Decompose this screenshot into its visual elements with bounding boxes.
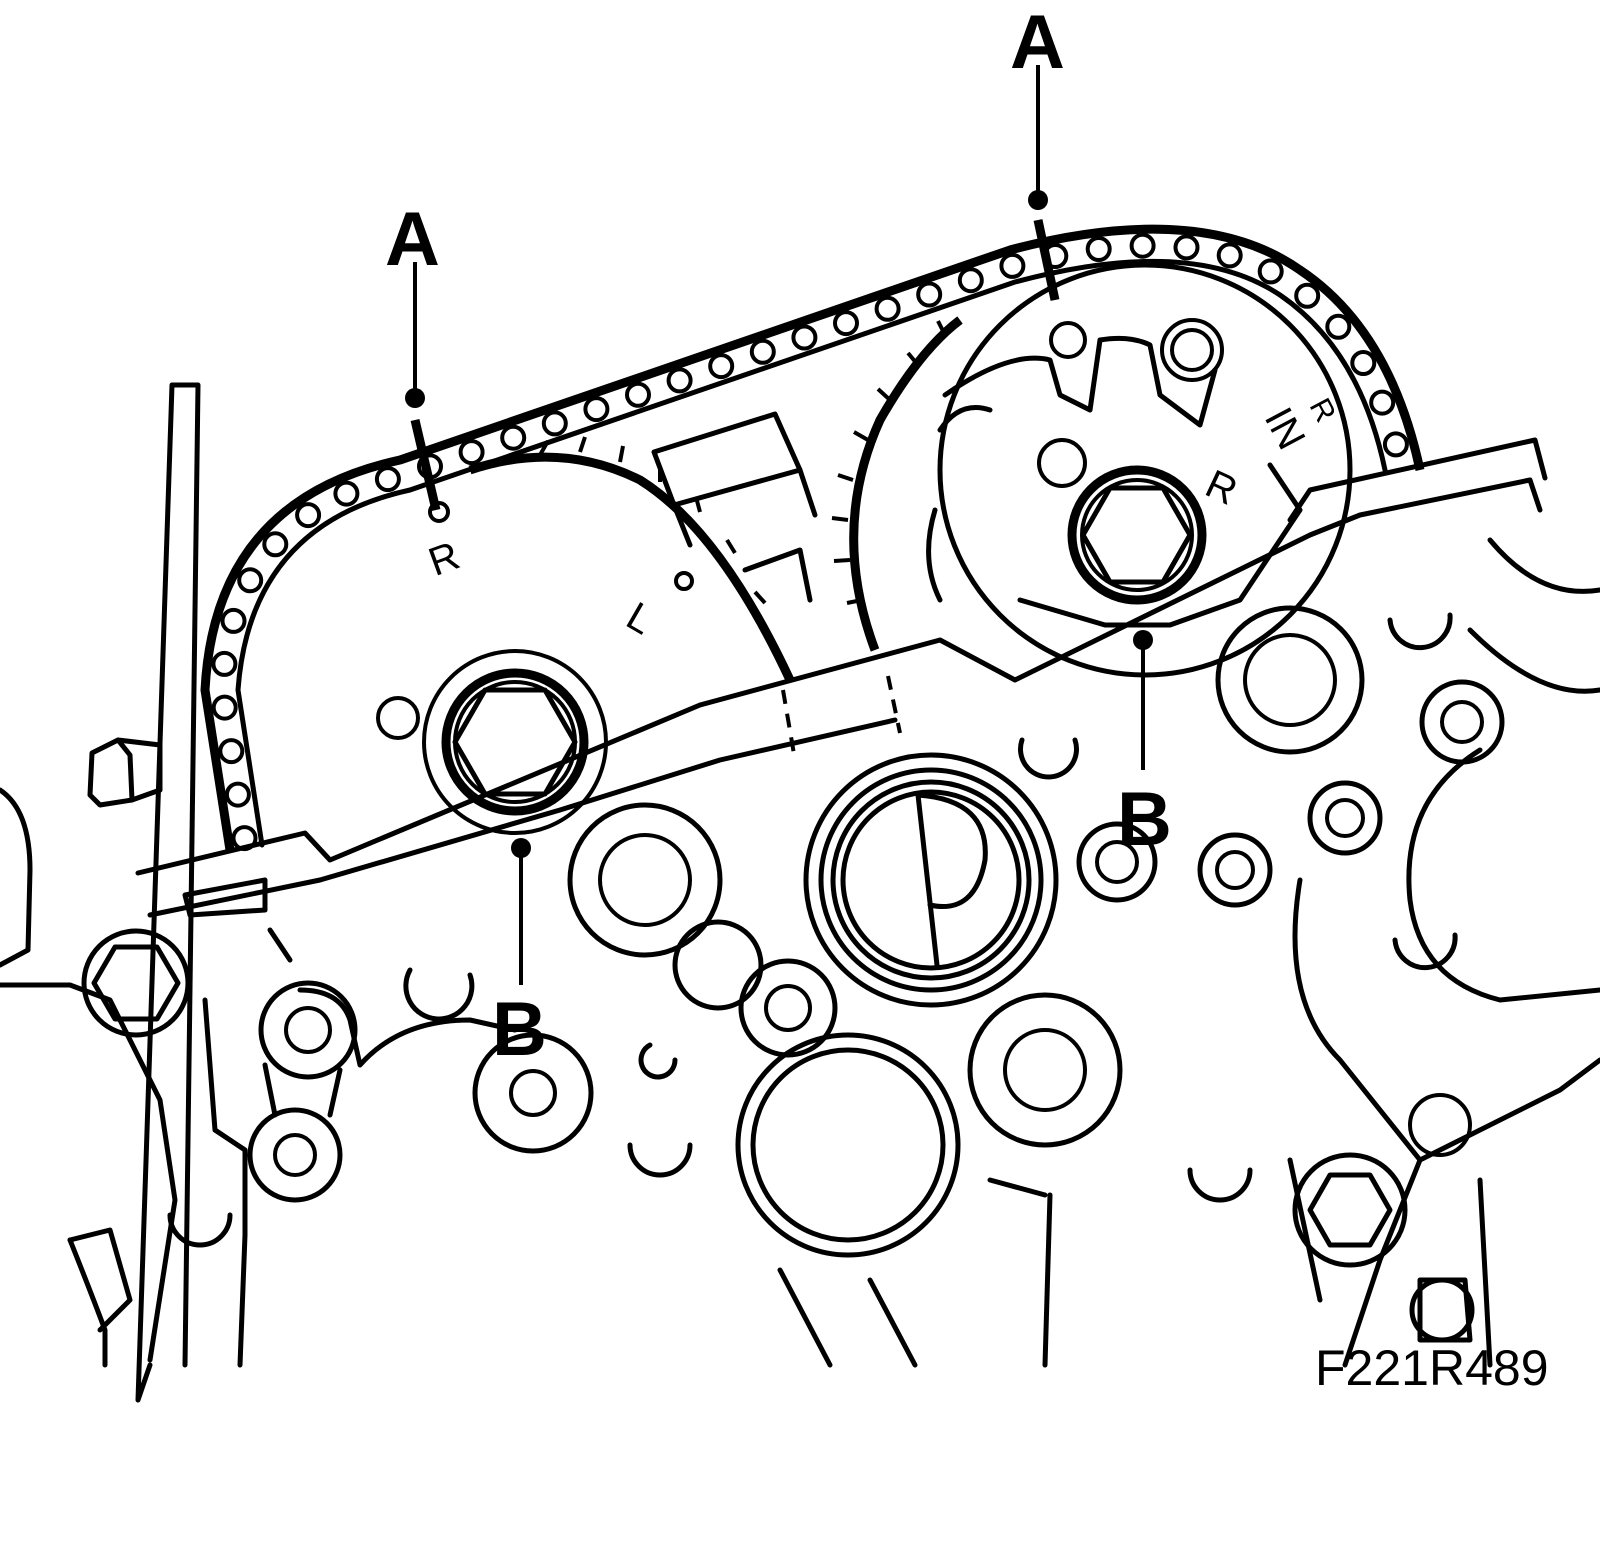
right-hole-b: [1037, 438, 1087, 488]
right-camshaft-sprocket: R IN R: [831, 262, 1353, 678]
chain-roller: [500, 424, 527, 451]
right-mark-r: R: [1199, 462, 1244, 514]
crank-seal: [803, 752, 1059, 1008]
lower-right-bolt: [1307, 1172, 1393, 1248]
chain-roller: [1173, 234, 1200, 261]
right-bolt-washer: [1067, 465, 1207, 605]
chain-roller: [791, 324, 818, 351]
chain-roller: [262, 531, 289, 558]
rail-mount-bolt: [87, 737, 163, 808]
chain-roller: [211, 650, 238, 677]
callout-a-right: A: [1010, 0, 1065, 85]
chain-roller: [916, 281, 943, 308]
left-sprocket-teeth: [468, 452, 795, 682]
chain-roller: [237, 567, 264, 594]
chain-roller: [708, 353, 735, 380]
chain-roller: [999, 252, 1026, 279]
upper-chain-guide: [135, 437, 1548, 918]
chain-roller: [1257, 258, 1284, 285]
chain-roller: [1085, 236, 1112, 262]
chain-roller: [1350, 350, 1377, 376]
rail-bottom-boss: [81, 928, 191, 1038]
chain-roller: [957, 267, 984, 294]
callout-a-left: A: [385, 197, 440, 282]
callout-b-right: B: [1117, 777, 1172, 862]
chain-roller: [1294, 282, 1321, 309]
chain-roller: [374, 466, 401, 493]
chain-roller: [220, 607, 247, 634]
left-bolt-hex: [452, 687, 578, 797]
left-dowel-hole: [376, 696, 420, 740]
chain-roller: [1369, 389, 1396, 416]
chain-roller: [1216, 242, 1243, 269]
chain-roller: [295, 502, 322, 529]
engine-block-outline: [0, 537, 1600, 1368]
right-bolt-hex: [1080, 485, 1193, 585]
chain-roller: [541, 410, 568, 437]
chain-roller: [833, 310, 859, 337]
chain-roller: [224, 781, 251, 808]
chain-guide-block: [651, 411, 818, 603]
right-dowel-pin: [1160, 318, 1224, 382]
left-timing-dot: [428, 501, 450, 523]
chain-roller: [666, 367, 693, 394]
chain-roller: [211, 694, 238, 721]
chain-rollers: [211, 232, 1409, 852]
callout-b-left: B: [492, 987, 547, 1072]
chain-roller: [625, 381, 651, 408]
figure-id: F221R489: [1315, 1340, 1549, 1396]
chain-roller: [333, 480, 360, 507]
rail-bottom-bolt: [91, 944, 181, 1022]
chain-roller: [749, 338, 776, 365]
chain-roller: [1325, 313, 1352, 340]
chain-roller: [1382, 431, 1409, 458]
chain-roller: [218, 738, 245, 765]
chain-roller: [1129, 232, 1156, 259]
chain-roller: [583, 396, 610, 423]
right-sprocket-tooth-marks: [831, 320, 947, 605]
timing-chain: [200, 224, 1425, 852]
chain-roller: [458, 439, 485, 466]
left-guide-rail: [87, 382, 201, 1403]
callout-leaders: [405, 65, 1153, 985]
left-mark-r: R: [423, 534, 465, 585]
right-sprocket-teeth: [849, 316, 963, 652]
chain-roller: [874, 295, 901, 322]
right-hole-a: [1049, 321, 1087, 359]
left-camshaft-sprocket: R L: [376, 436, 795, 835]
left-bolt-washer: [441, 668, 589, 816]
left-mark-l: L: [619, 594, 660, 643]
left-l-dot: [674, 571, 694, 591]
lower-seal-ring: [735, 1032, 961, 1258]
